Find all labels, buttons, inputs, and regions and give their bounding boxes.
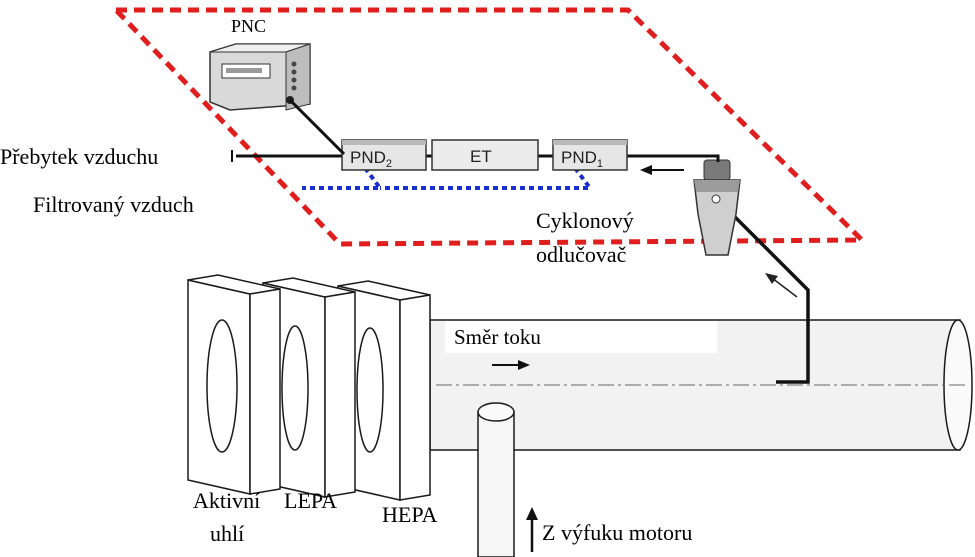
et-box: ET [431, 139, 539, 171]
et-label: ET [470, 147, 492, 166]
engine-inlet-pipe [477, 402, 515, 557]
excess-air-label: Přebytek vzduchu [0, 144, 158, 169]
dilution-system-boundary [110, 7, 869, 247]
pnc-label: PNC [231, 16, 266, 36]
cyclone-separator [693, 159, 741, 256]
cyclone-label-line1: Cyklonový [536, 208, 634, 233]
filtered-air-line [302, 166, 594, 190]
lepa-label: LEPA [284, 488, 337, 513]
engine-exhaust-arrow [526, 507, 538, 552]
pnc-instrument [209, 43, 311, 111]
pnd1-box: PND1 [552, 139, 628, 171]
engine-exhaust-label: Z výfuku motoru [542, 520, 692, 545]
pnd2-label: PND [350, 148, 386, 167]
sample-flow-arrow [765, 273, 798, 298]
svg-text:PND2: PND2 [350, 148, 392, 170]
pnd2-box: PND2 [341, 139, 427, 171]
tube-flow-arrow [492, 360, 530, 370]
pnc-connection-line [288, 98, 346, 156]
flow-label-background [445, 321, 717, 353]
pnd1-label: PND [561, 148, 597, 167]
svg-text:PND1: PND1 [561, 148, 603, 170]
activated-carbon-label-line1: Aktivní [193, 488, 260, 513]
hepa-label: HEPA [382, 502, 438, 527]
flow-direction-label: Směr toku [454, 325, 541, 349]
flow-into-pnd1-arrow [640, 165, 684, 175]
pnd1-subscript: 1 [597, 158, 603, 170]
pnd2-subscript: 2 [386, 158, 392, 170]
cyclone-label-line2: odlučovač [536, 242, 627, 267]
activated-carbon-filter [187, 274, 281, 495]
activated-carbon-label-line2: uhlí [210, 521, 244, 546]
filtered-air-label: Filtrovaný vzduch [33, 192, 194, 217]
sampling-probe-line [716, 198, 810, 384]
